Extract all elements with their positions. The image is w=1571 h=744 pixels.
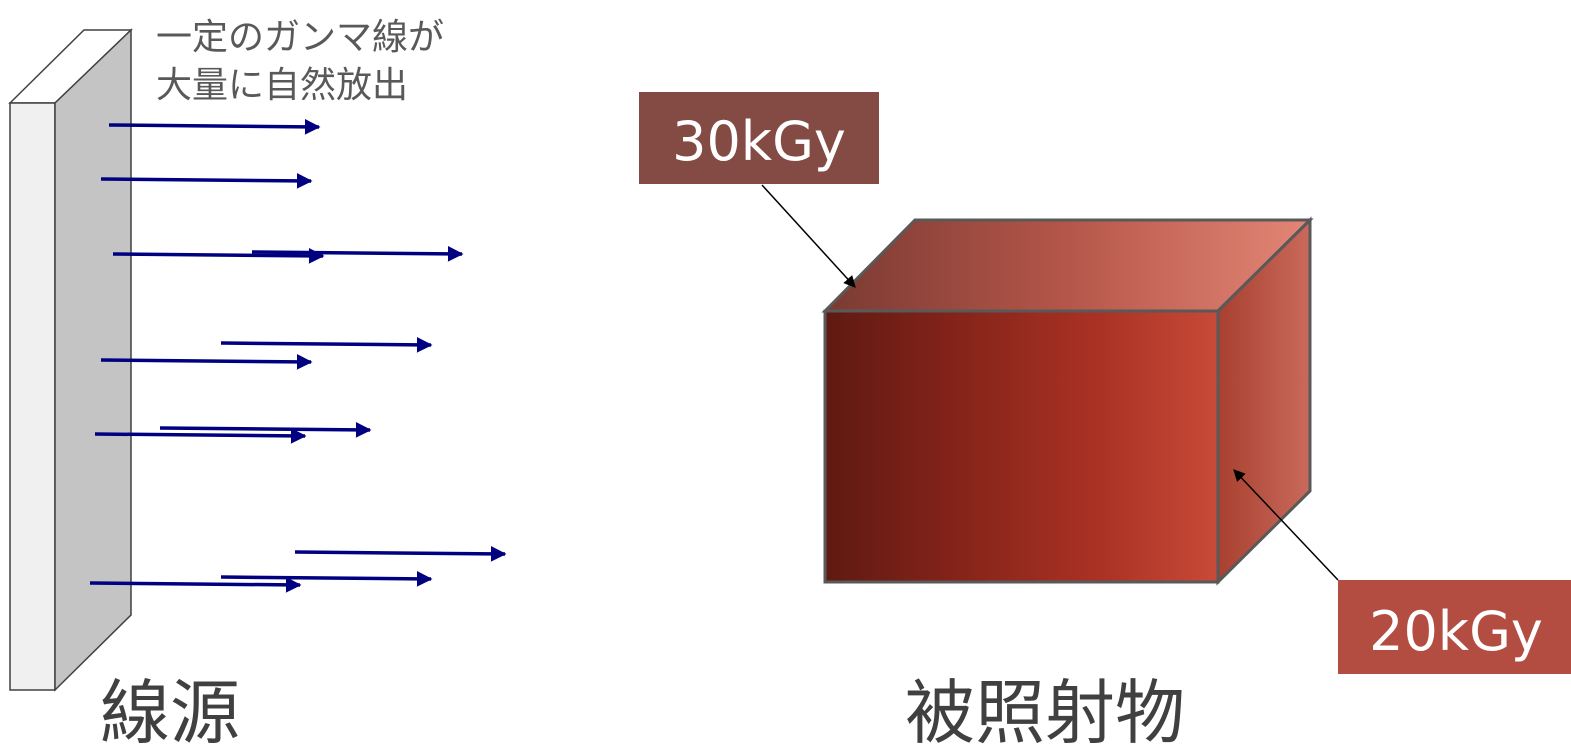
gamma-arrow — [89, 576, 302, 593]
gamma-arrow — [100, 353, 313, 370]
source-plate — [8, 28, 133, 692]
dose-label-side-text: 20kGy — [1369, 600, 1543, 663]
gamma-arrow — [220, 570, 433, 587]
dose-label-top-text: 30kGy — [672, 110, 846, 173]
source-note-line2: 大量に自然放出 — [156, 65, 408, 106]
source-plate-side — [54, 28, 132, 692]
box-front-face — [823, 309, 1220, 584]
gamma-ray-arrows — [89, 118, 507, 593]
dose-label-top: 30kGy — [639, 92, 879, 184]
dose-pointer-top — [761, 184, 856, 288]
gamma-arrow — [112, 247, 325, 264]
irradiated-box — [821, 216, 1314, 586]
dose-label-side: 20kGy — [1338, 580, 1571, 674]
dose-label-top-bg — [639, 92, 879, 184]
source-label: 線源 — [100, 672, 240, 744]
dose-pointer-side — [1233, 469, 1339, 581]
gamma-arrow — [159, 421, 372, 438]
gamma-arrow — [100, 172, 313, 189]
source-note-line1: 一定のガンマ線が — [156, 17, 444, 58]
target-label: 被照射物 — [905, 672, 1185, 744]
gamma-arrow — [220, 336, 433, 353]
gamma-arrow — [94, 427, 307, 444]
gamma-arrow — [251, 245, 464, 262]
dose-label-side-bg — [1338, 580, 1571, 674]
gamma-arrow — [294, 545, 507, 562]
gamma-arrow — [108, 118, 321, 135]
source-plate-front — [9, 102, 56, 691]
